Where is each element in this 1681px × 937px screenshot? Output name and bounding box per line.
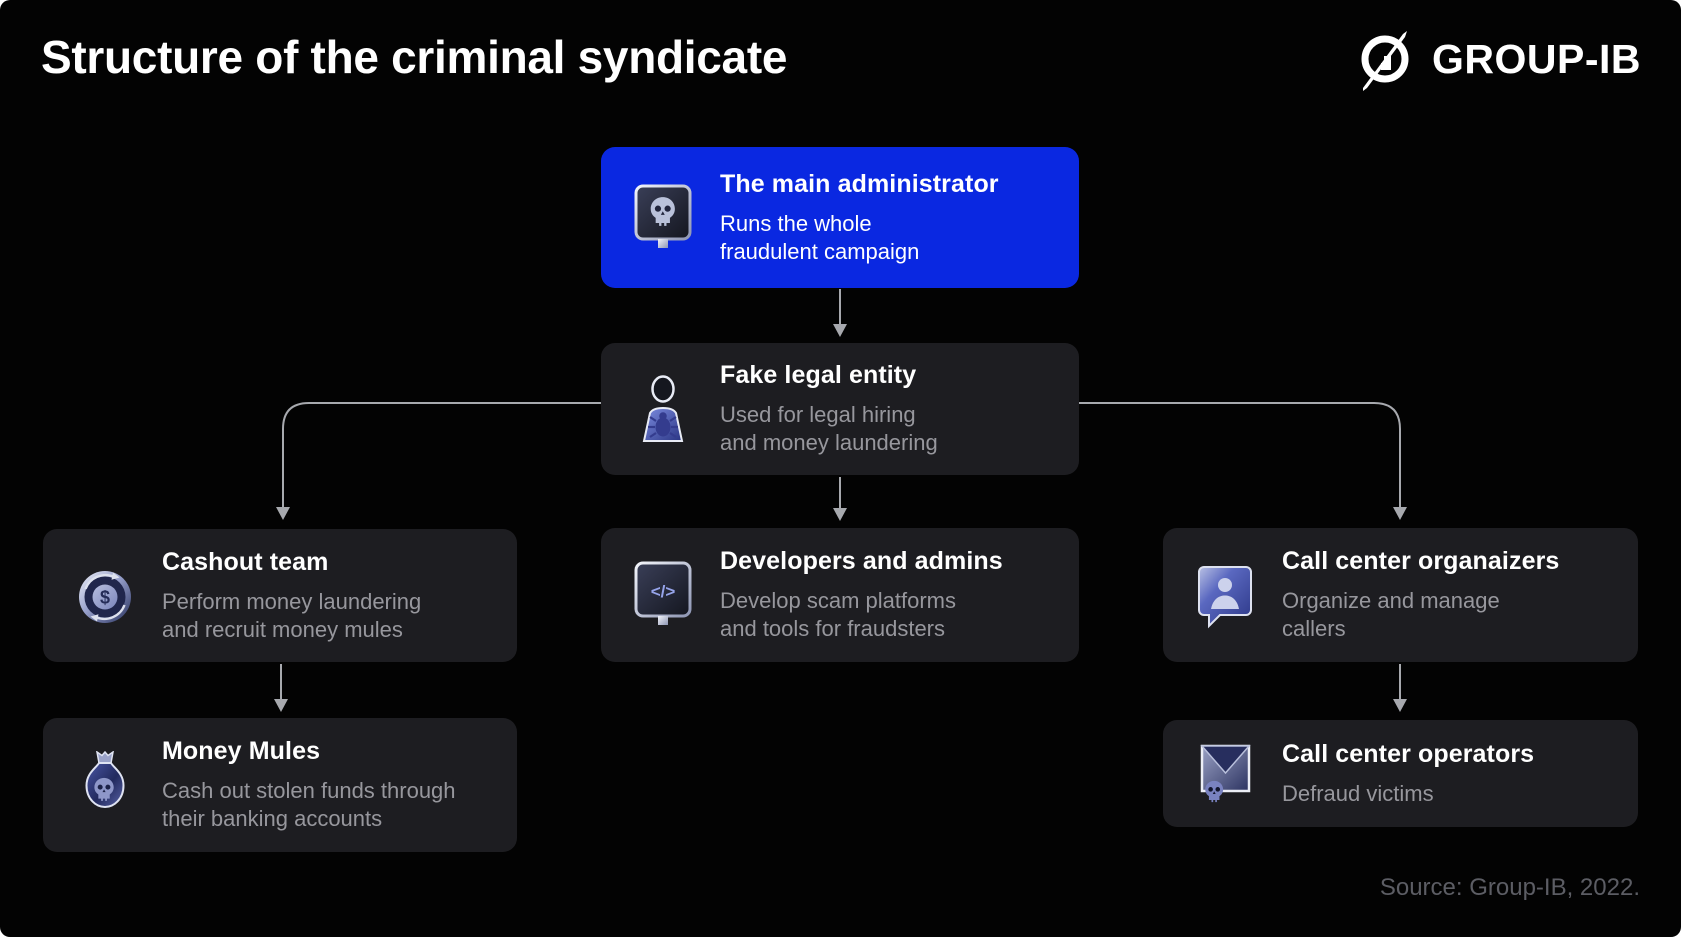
card-money-mules: Money Mules Cash out stolen funds throug… bbox=[43, 718, 517, 852]
code-glyph: </> bbox=[651, 582, 676, 601]
money-bag-skull-icon bbox=[73, 751, 137, 819]
card-text: Call center operators Defraud victims bbox=[1282, 740, 1534, 808]
card-text: Call center organaizers Organize and man… bbox=[1282, 547, 1559, 643]
description-line: Perform money laundering bbox=[162, 588, 422, 614]
card-text: Money Mules Cash out stolen funds throug… bbox=[162, 737, 456, 833]
description-line: callers bbox=[1282, 616, 1346, 641]
group-ib-logo: GROUP-IB bbox=[1353, 26, 1641, 92]
card-call-center-operators: Call center operators Defraud victims bbox=[1163, 720, 1638, 827]
description-line: and recruit money mules bbox=[162, 616, 403, 642]
dollar-glyph: $ bbox=[100, 587, 110, 607]
description-line: and tools for fraudsters bbox=[720, 616, 946, 641]
card-title: Call center organaizers bbox=[1282, 547, 1560, 575]
card-text: Cashout team Perform money laundering an… bbox=[162, 548, 421, 644]
card-description: Defraud victims bbox=[1282, 780, 1534, 808]
card-text: Fake legal entity Used for legal hiring … bbox=[720, 361, 938, 457]
description-line: and money laundering bbox=[720, 430, 938, 455]
group-ib-crossed-circle-icon bbox=[1361, 31, 1409, 91]
card-title: Money Mules bbox=[162, 737, 321, 765]
description-line: Defraud victims bbox=[1282, 780, 1434, 806]
card-title: Cashout team bbox=[162, 547, 329, 576]
card-fake-legal-entity: Fake legal entity Used for legal hiring … bbox=[601, 343, 1079, 475]
card-text: Developers and admins Develop scam platf… bbox=[720, 547, 1003, 643]
coin-dollar-arrows-icon: $ bbox=[73, 562, 137, 630]
group-ib-logo-text: GROUP-IB bbox=[1432, 35, 1641, 82]
card-cashout-team: $ Cashout team Perform money laundering … bbox=[43, 529, 517, 662]
description-line: fraudulent campaign bbox=[720, 238, 920, 264]
card-the-main-administrator: The main administrator Runs the whole fr… bbox=[601, 147, 1079, 288]
description-line: Used for legal hiring bbox=[720, 402, 916, 427]
card-call-center-organaizers: Call center organaizers Organize and man… bbox=[1163, 528, 1638, 662]
envelope-skull-icon bbox=[1193, 740, 1257, 808]
card-title: Developers and admins bbox=[720, 547, 1003, 575]
person-bug-icon bbox=[631, 375, 695, 443]
card-description: Develop scam platforms and tools for fra… bbox=[720, 587, 1003, 643]
card-developers-and-admins: </> Developers and admins Develop scam p… bbox=[601, 528, 1079, 662]
card-description: Runs the whole fraudulent campaign bbox=[720, 210, 999, 266]
card-description: Cash out stolen funds through their bank… bbox=[162, 777, 456, 833]
badge-person-icon bbox=[1193, 561, 1257, 629]
card-description: Perform money laundering and recruit mon… bbox=[162, 588, 421, 644]
card-description: Organize and manage callers bbox=[1282, 587, 1559, 643]
card-title: Fake legal entity bbox=[720, 361, 917, 389]
card-title: Call center operators bbox=[1282, 739, 1535, 768]
card-title: The main administrator bbox=[720, 169, 999, 198]
monitor-skull-icon bbox=[631, 184, 695, 252]
card-text: The main administrator Runs the whole fr… bbox=[720, 170, 999, 266]
page-title: Structure of the criminal syndicate bbox=[41, 31, 788, 83]
description-line: Cash out stolen funds through bbox=[162, 778, 456, 803]
description-line: Organize and manage bbox=[1282, 588, 1500, 613]
description-line: their banking accounts bbox=[162, 806, 383, 831]
card-description: Used for legal hiring and money launderi… bbox=[720, 401, 938, 457]
monitor-code-icon: </> bbox=[631, 561, 695, 629]
description-line: Runs the whole bbox=[720, 210, 872, 236]
description-line: Develop scam platforms bbox=[720, 588, 956, 613]
source-caption: Source: Group-IB, 2022. bbox=[1379, 874, 1640, 901]
